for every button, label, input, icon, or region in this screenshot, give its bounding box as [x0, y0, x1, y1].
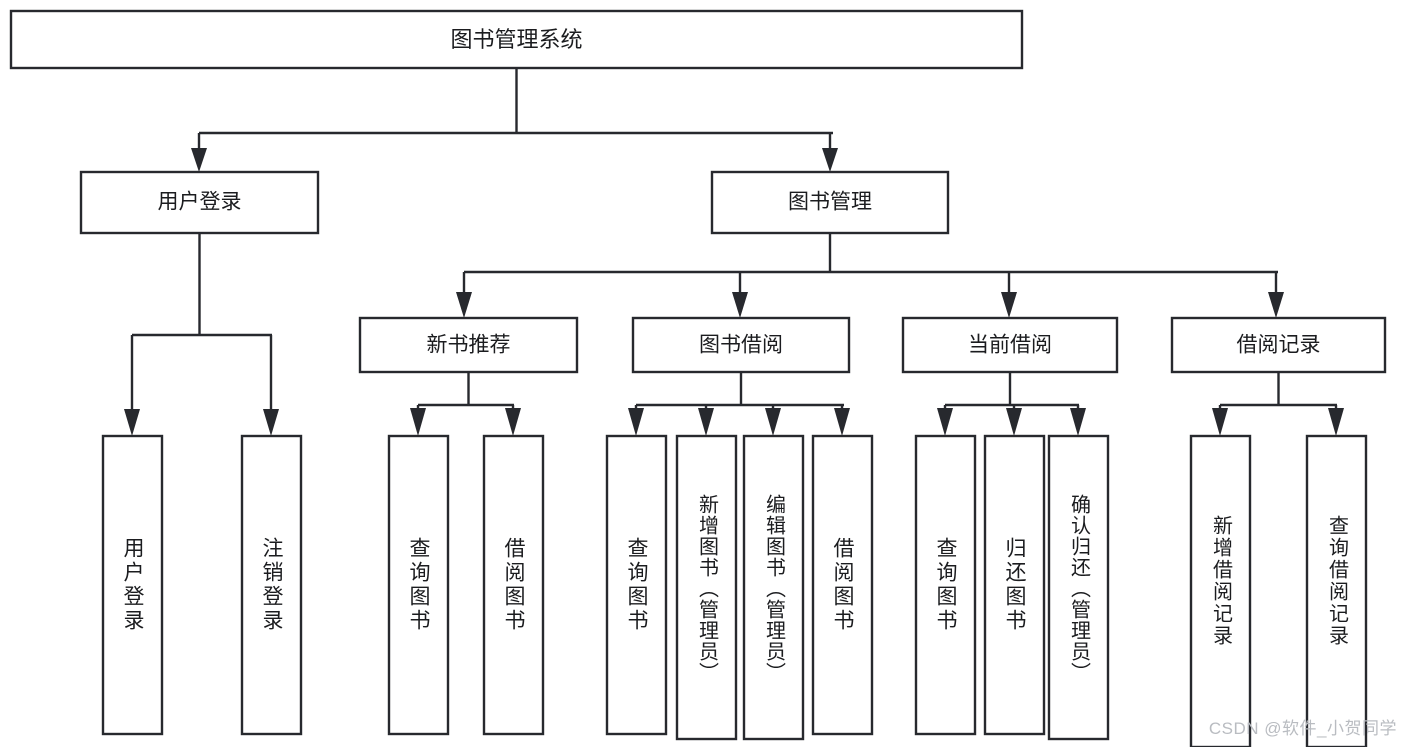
arrow-head-br-leaf-2: [1328, 408, 1344, 436]
arrow-head-book-management: [822, 148, 838, 172]
leaf-box-cb-return-book[interactable]: [983, 434, 1046, 736]
arrow-head-bb-leaf-2: [698, 408, 714, 436]
node-borrowing-record-box[interactable]: [1170, 316, 1387, 374]
node-user-login[interactable]: 用户登录: [79, 170, 320, 235]
leaf-box-nbr-query-book[interactable]: [387, 434, 450, 736]
connector-new-book-rec-to-leaves: [410, 372, 521, 436]
arrow-head-bb-leaf-4: [834, 408, 850, 436]
leaf-boxes: [101, 434, 1368, 747]
arrow-head-bb-leaf-3: [765, 408, 781, 436]
node-new-book-recommendation-label: 新书推荐: [427, 334, 511, 357]
connector-root-to-level2: [191, 68, 838, 172]
arrow-head-new-book-rec: [456, 292, 472, 318]
arrow-head-leaf-user-login: [124, 409, 140, 436]
leaf-box-cb-query-book[interactable]: [914, 434, 977, 736]
leaf-box-cb-confirm-return[interactable]: [1047, 434, 1110, 741]
node-book-borrowing-label: 图书借阅: [699, 334, 783, 357]
node-borrowing-record[interactable]: 借阅记录: [1170, 316, 1387, 374]
leaf-box-nbr-borrow-book[interactable]: [482, 434, 545, 736]
node-root-box[interactable]: [9, 9, 1024, 70]
node-book-management[interactable]: 图书管理: [710, 170, 950, 235]
leaf-box-br-add-record[interactable]: [1189, 434, 1252, 747]
node-user-login-label: 用户登录: [158, 191, 242, 214]
arrow-head-current-borrow: [1001, 292, 1017, 318]
connector-book-management-to-level3: [456, 233, 1284, 318]
leaf-box-bb-query-book[interactable]: [605, 434, 668, 736]
node-current-borrowing-box[interactable]: [901, 316, 1119, 374]
arrow-head-user-login: [191, 148, 207, 172]
leaf-box-br-query-record[interactable]: [1305, 434, 1368, 747]
arrow-head-br-leaf-1: [1212, 408, 1228, 436]
leaf-box-bb-add-book[interactable]: [675, 434, 738, 741]
leaf-box-logout[interactable]: [240, 434, 303, 736]
node-root[interactable]: 图书管理系统: [9, 9, 1024, 70]
csdn-watermark: CSDN @软件_小贺同学: [1208, 719, 1397, 738]
arrow-head-cb-leaf-1: [937, 408, 953, 436]
node-root-label: 图书管理系统: [450, 27, 582, 52]
arrow-head-leaf-logout: [263, 409, 279, 436]
node-current-borrowing-label: 当前借阅: [968, 334, 1052, 357]
connector-user-login-to-leaves: [124, 233, 279, 436]
node-book-borrowing[interactable]: 图书借阅: [631, 316, 851, 374]
node-new-book-recommendation[interactable]: 新书推荐: [358, 316, 579, 374]
arrow-head-book-borrow: [732, 292, 748, 318]
leaf-box-bb-borrow-book[interactable]: [811, 434, 874, 736]
arrow-head-nbr-leaf-2: [505, 408, 521, 436]
node-book-management-box[interactable]: [710, 170, 950, 235]
connector-borrowing-record-to-leaves: [1212, 372, 1344, 436]
arrow-head-cb-leaf-2: [1006, 408, 1022, 436]
arrow-head-cb-leaf-3: [1070, 408, 1086, 436]
leaf-box-bb-edit-book[interactable]: [742, 434, 805, 741]
arrow-head-bb-leaf-1: [628, 408, 644, 436]
node-borrowing-record-label: 借阅记录: [1237, 334, 1321, 357]
arrow-head-nbr-leaf-1: [410, 408, 426, 436]
arrow-head-borrow-record: [1268, 292, 1284, 318]
node-new-book-recommendation-box[interactable]: [358, 316, 579, 374]
leaf-box-user-login[interactable]: [101, 434, 164, 736]
connector-book-borrowing-to-leaves: [628, 372, 850, 436]
node-current-borrowing[interactable]: 当前借阅: [901, 316, 1119, 374]
connector-current-borrowing-to-leaves: [937, 372, 1086, 436]
node-book-borrowing-box[interactable]: [631, 316, 851, 374]
node-book-management-label: 图书管理: [788, 191, 872, 214]
